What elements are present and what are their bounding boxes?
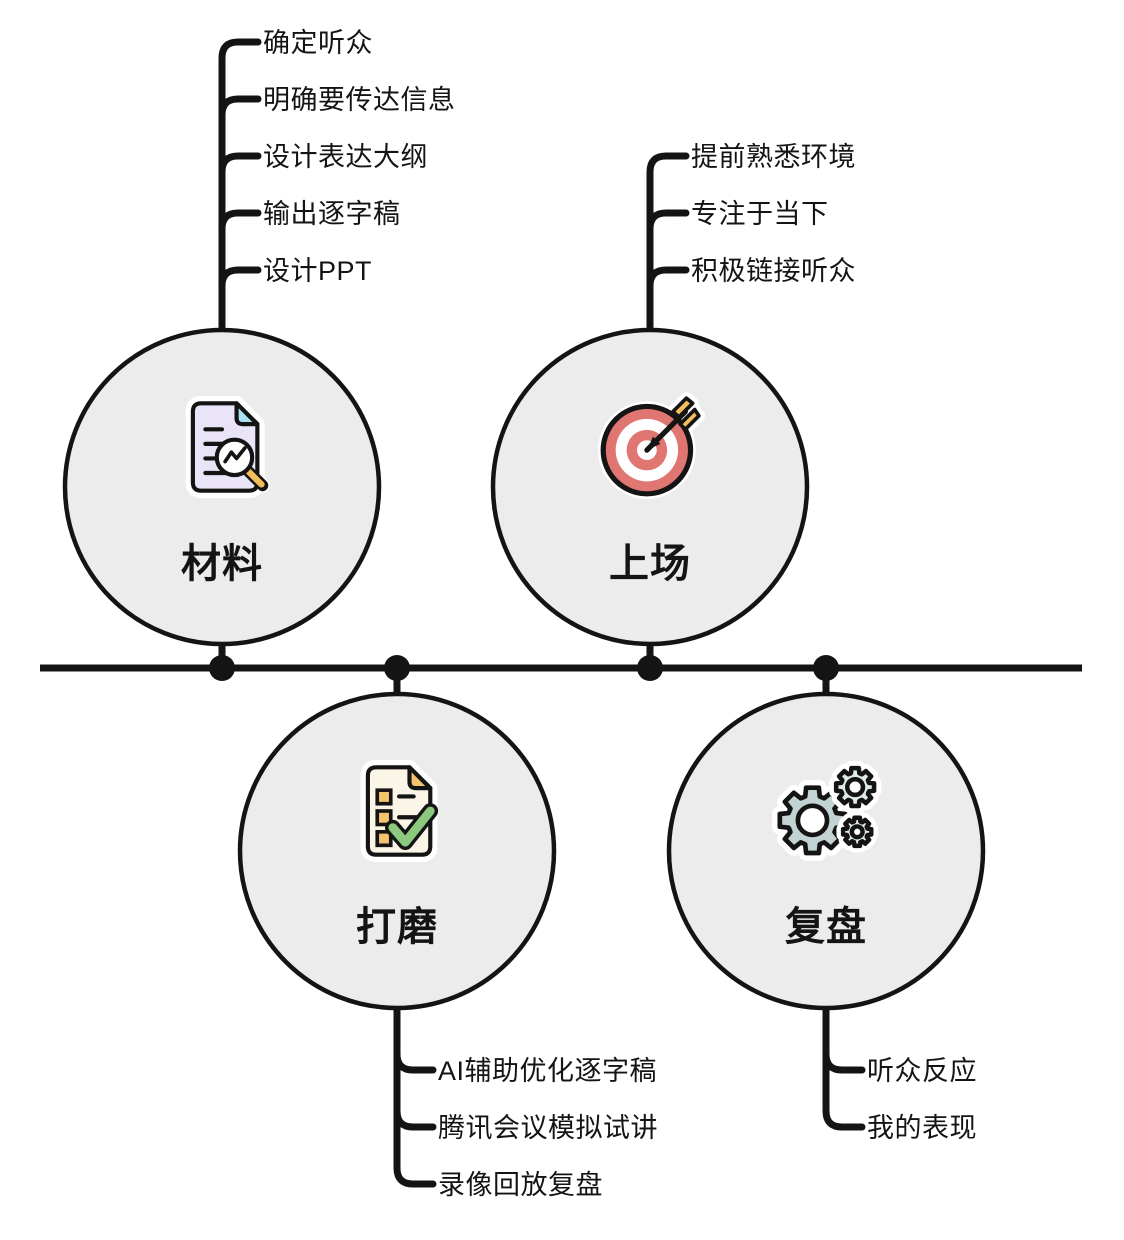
- branch-item-label: 设计表达大纲: [263, 141, 428, 172]
- branch-line: [218, 38, 262, 337]
- branch-tick: [393, 1107, 437, 1131]
- timeline-dot: [813, 655, 839, 681]
- branch-item-label: 听众反应: [867, 1055, 977, 1086]
- branch-item-label: 我的表现: [867, 1112, 977, 1143]
- branch-item-label: 明确要传达信息: [263, 84, 456, 115]
- branch-lines: [218, 38, 866, 1188]
- branch-tick: [218, 209, 262, 233]
- checklist-check-icon: [360, 760, 439, 862]
- branch-tick: [218, 95, 262, 119]
- branch-item-label: 输出逐字稿: [263, 198, 401, 229]
- branch-tick: [822, 1050, 866, 1074]
- branch-item-label: 录像回放复盘: [438, 1169, 603, 1200]
- branch-tick: [218, 152, 262, 176]
- node-label-review: 复盘: [785, 905, 867, 949]
- branch-tick: [393, 1050, 437, 1074]
- gears-icon: [780, 768, 874, 853]
- node-label-polish: 打磨: [356, 905, 438, 949]
- branch-line: [646, 152, 690, 337]
- branch-item-label: 积极链接听众: [691, 255, 856, 286]
- branch-tick: [646, 266, 690, 290]
- branch-tick: [218, 266, 262, 290]
- branch-tick: [646, 209, 690, 233]
- target-arrow-icon: [598, 391, 706, 499]
- branch-item-label: 设计PPT: [263, 255, 373, 286]
- branch-item-label: AI辅助优化逐字稿: [438, 1055, 658, 1086]
- branch-item-label: 确定听众: [263, 27, 373, 58]
- node-label-materials: 材料: [181, 542, 263, 586]
- timeline-dot: [384, 655, 410, 681]
- branch-line: [393, 1001, 437, 1188]
- document-search-icon: [185, 396, 270, 498]
- timeline-dot: [637, 655, 663, 681]
- timeline-dot: [209, 655, 235, 681]
- timeline-dots: [209, 655, 839, 681]
- branch-item-label: 专注于当下: [691, 198, 829, 229]
- node-label-onstage: 上场: [609, 542, 691, 586]
- branch-item-label: 腾讯会议模拟试讲: [438, 1112, 658, 1143]
- branch-item-label: 提前熟悉环境: [691, 141, 856, 172]
- branch-line: [822, 1001, 866, 1131]
